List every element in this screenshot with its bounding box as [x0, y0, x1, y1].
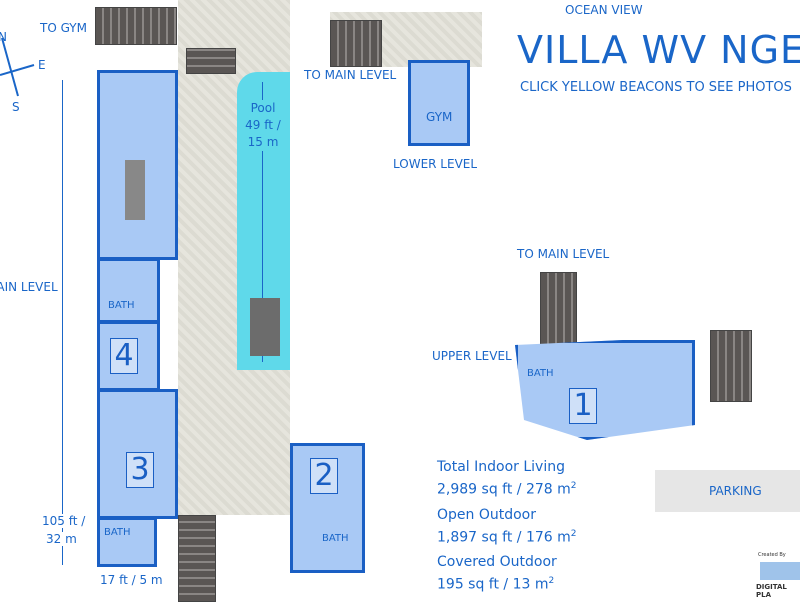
dining-table	[125, 160, 145, 220]
to-gym-label[interactable]: TO GYM	[40, 21, 87, 35]
upper-suite[interactable]	[515, 340, 695, 440]
bedroom-number: 1	[569, 388, 597, 424]
bathroom-bottom[interactable]	[97, 517, 157, 567]
stairs-bottom	[178, 515, 216, 602]
stairs-upper-right	[710, 330, 752, 402]
stairs-lower	[330, 20, 382, 67]
main-level-label: MAIN LEVEL	[0, 280, 58, 294]
stairs-deck	[186, 48, 236, 74]
parking-label: PARKING	[709, 484, 762, 498]
length-label: 105 ft /	[42, 514, 86, 528]
bedroom-number: 3	[126, 452, 154, 488]
ocean-view-label: OCEAN VIEW	[565, 3, 643, 17]
stat-sup: 2	[570, 528, 577, 539]
stat-sup: 2	[548, 576, 555, 587]
bath-label: BATH	[104, 527, 131, 538]
length-dimension-line	[62, 80, 63, 565]
stat-label: Covered Outdoor	[437, 554, 557, 571]
stat-label: Total Indoor Living	[437, 459, 565, 475]
bathroom-main[interactable]	[97, 258, 160, 323]
upper-level-label: UPPER LEVEL	[432, 349, 512, 363]
bath-label: BATH	[527, 368, 554, 379]
lower-level-label: LOWER LEVEL	[393, 157, 478, 171]
compass-south: S	[12, 100, 20, 114]
stairs-upper	[540, 272, 577, 347]
stat-value: 195 sq ft / 13 m	[437, 576, 549, 593]
stat-value: 2,989 sq ft / 278 m	[437, 481, 571, 498]
stat-sup: 2	[570, 481, 577, 491]
width-label: 17 ft / 5 m	[100, 573, 163, 587]
logo-name: DIGITAL PLA	[756, 583, 787, 599]
pool-length-m: 15 m	[247, 135, 279, 149]
compass-icon	[0, 37, 35, 97]
compass-north: N	[0, 30, 7, 44]
bedroom-number: 4	[110, 338, 138, 374]
pool-length: 49 ft /	[245, 118, 281, 132]
logo-icon	[760, 562, 800, 580]
stat-label: Open Outdoor	[437, 506, 536, 523]
pool-dimension-line	[262, 82, 263, 362]
to-main-level-label[interactable]: TO MAIN LEVEL	[304, 68, 397, 82]
page-title: VILLA WV NGE	[517, 28, 800, 72]
bedroom-number: 2	[310, 458, 338, 494]
parking-area	[655, 470, 800, 512]
stairs-to-gym	[95, 7, 177, 45]
outdoor-table	[250, 298, 280, 356]
subtitle: CLICK YELLOW BEACONS TO SEE PHOTOS	[520, 80, 792, 95]
pool-name: Pool	[250, 101, 276, 115]
logo-created-by: Created By	[758, 552, 786, 558]
bath-label: BATH	[322, 533, 349, 544]
pool-label: Pool 49 ft / 15 m	[245, 100, 281, 151]
stat-indoor: Total Indoor Living 2,989 sq ft / 278 m2	[437, 458, 577, 500]
stat-value: 1,897 sq ft / 176 m	[437, 529, 571, 546]
gym-room[interactable]	[408, 60, 470, 146]
to-main-level-label[interactable]: TO MAIN LEVEL	[517, 247, 610, 261]
stat-covered-outdoor: Covered Outdoor 195 sq ft / 13 m2	[437, 553, 577, 595]
length-m-label: 32 m	[46, 532, 77, 546]
bath-label: BATH	[108, 300, 135, 311]
gym-label: GYM	[426, 110, 453, 124]
stat-open-outdoor: Open Outdoor 1,897 sq ft / 176 m2	[437, 506, 577, 548]
compass-east: E	[38, 58, 46, 72]
